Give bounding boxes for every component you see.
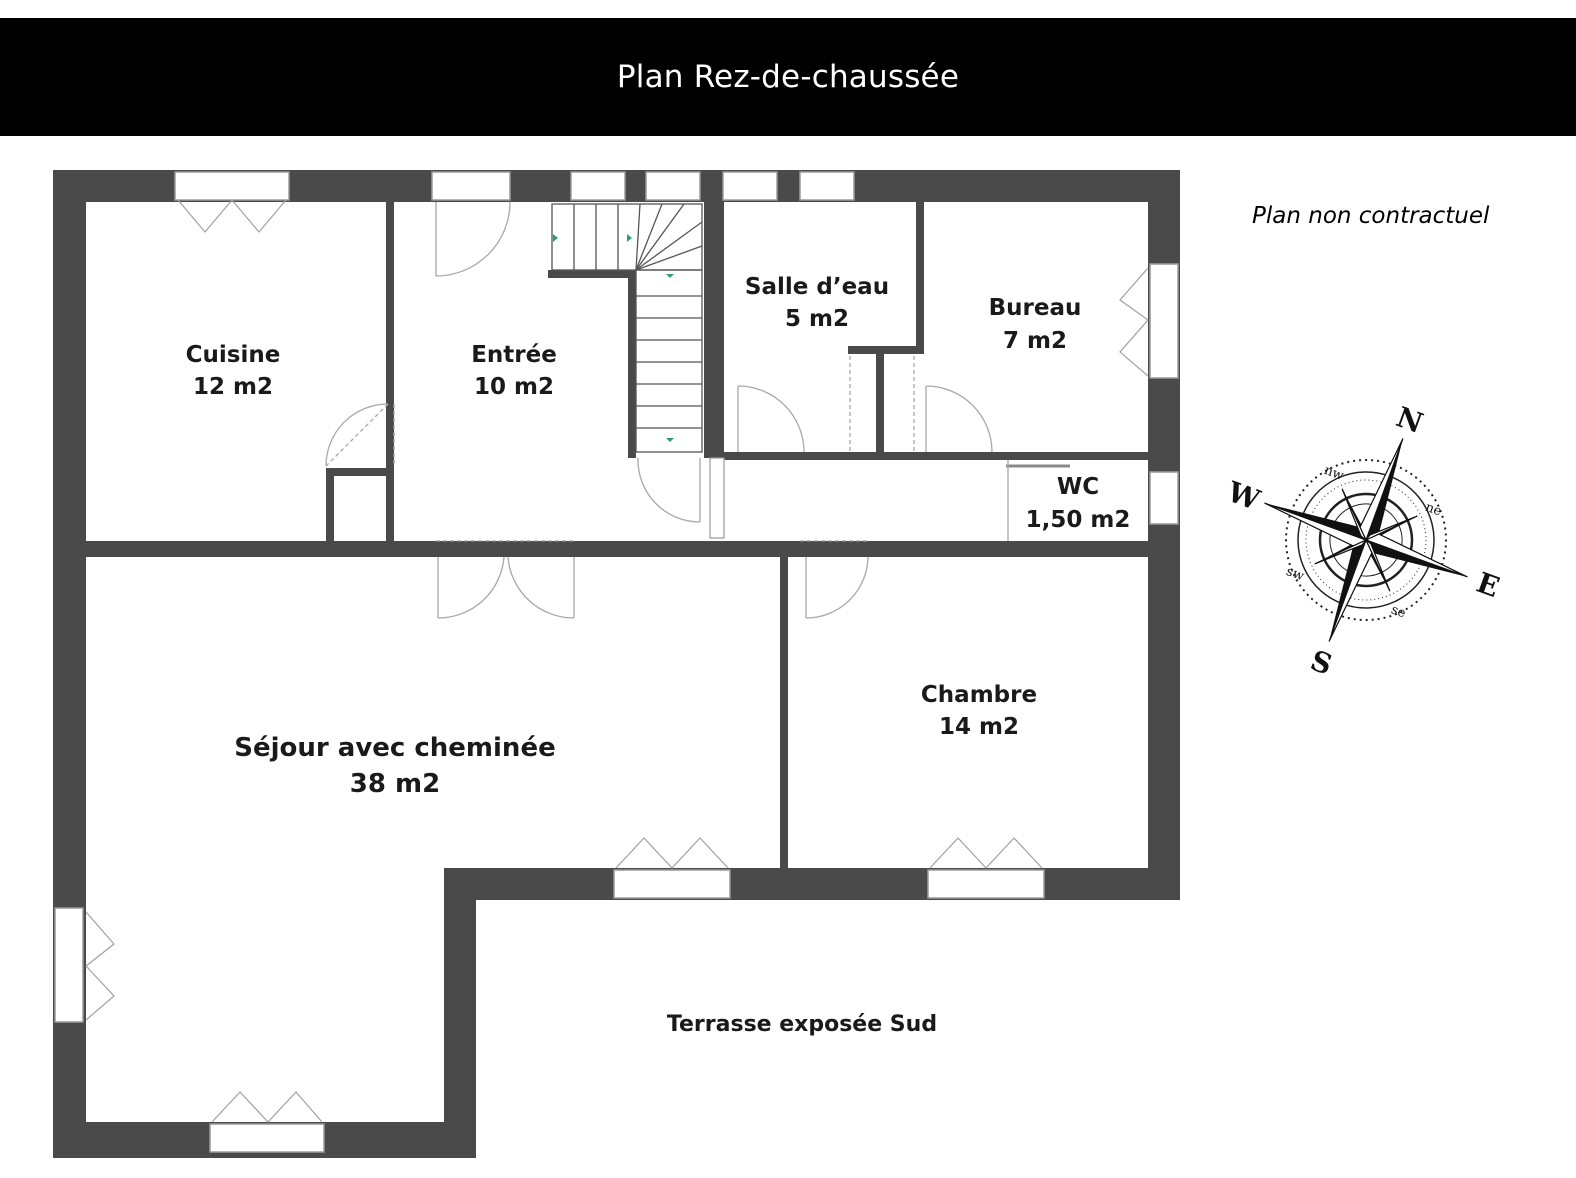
room-label-wc: WC 1,50 m2: [1026, 474, 1131, 533]
compass-s: S: [1306, 644, 1336, 682]
room-name: Séjour avec cheminée: [234, 733, 555, 763]
room-label-sejour: Séjour avec cheminée 38 m2: [234, 733, 555, 799]
room-label-bureau: Bureau 7 m2: [989, 295, 1082, 354]
room-name: Entrée: [471, 342, 557, 368]
compass-nw: nw: [1322, 463, 1345, 484]
room-area: 1,50 m2: [1026, 507, 1131, 533]
hall-lines: [436, 457, 870, 542]
compass-sw: sw: [1284, 564, 1306, 584]
room-label-salle-deau: Salle d’eau 5 m2: [745, 274, 889, 332]
room-name: Salle d’eau: [745, 274, 889, 300]
room-area: 5 m2: [785, 306, 849, 332]
room-label-cuisine: Cuisine 12 m2: [186, 342, 281, 400]
room-label-entree: Entrée 10 m2: [471, 342, 557, 400]
compass-rose-icon: N S E W ne nw se sw: [1222, 400, 1503, 682]
room-label-chambre: Chambre 14 m2: [921, 682, 1037, 740]
compass-se: se: [1389, 602, 1408, 621]
staircase: [551, 203, 703, 453]
stair-markers: [553, 234, 674, 442]
room-name: WC: [1057, 474, 1099, 500]
room-area: 38 m2: [350, 769, 440, 799]
compass-ne: ne: [1423, 500, 1444, 520]
page-title: Plan Rez-de-chaussée: [616, 59, 960, 95]
compass-e: E: [1472, 566, 1503, 604]
room-name: Bureau: [989, 295, 1082, 321]
terrace-label: Terrasse exposée Sud: [667, 1012, 937, 1037]
room-name: Chambre: [921, 682, 1037, 708]
room-area: 14 m2: [939, 714, 1019, 740]
window-swings: [85, 199, 1149, 1123]
room-name: Cuisine: [186, 342, 281, 368]
disclaimer-note: Plan non contractuel: [1252, 203, 1490, 229]
room-area: 12 m2: [193, 374, 273, 400]
doors: [325, 201, 1070, 619]
windows: [54, 171, 1179, 1153]
room-area: 7 m2: [1003, 328, 1067, 354]
walls: [53, 170, 1180, 1158]
compass-n: N: [1392, 400, 1427, 440]
title-bar: Plan Rez-de-chaussée: [0, 18, 1576, 136]
room-area: 10 m2: [474, 374, 554, 400]
compass-w: W: [1222, 475, 1264, 517]
